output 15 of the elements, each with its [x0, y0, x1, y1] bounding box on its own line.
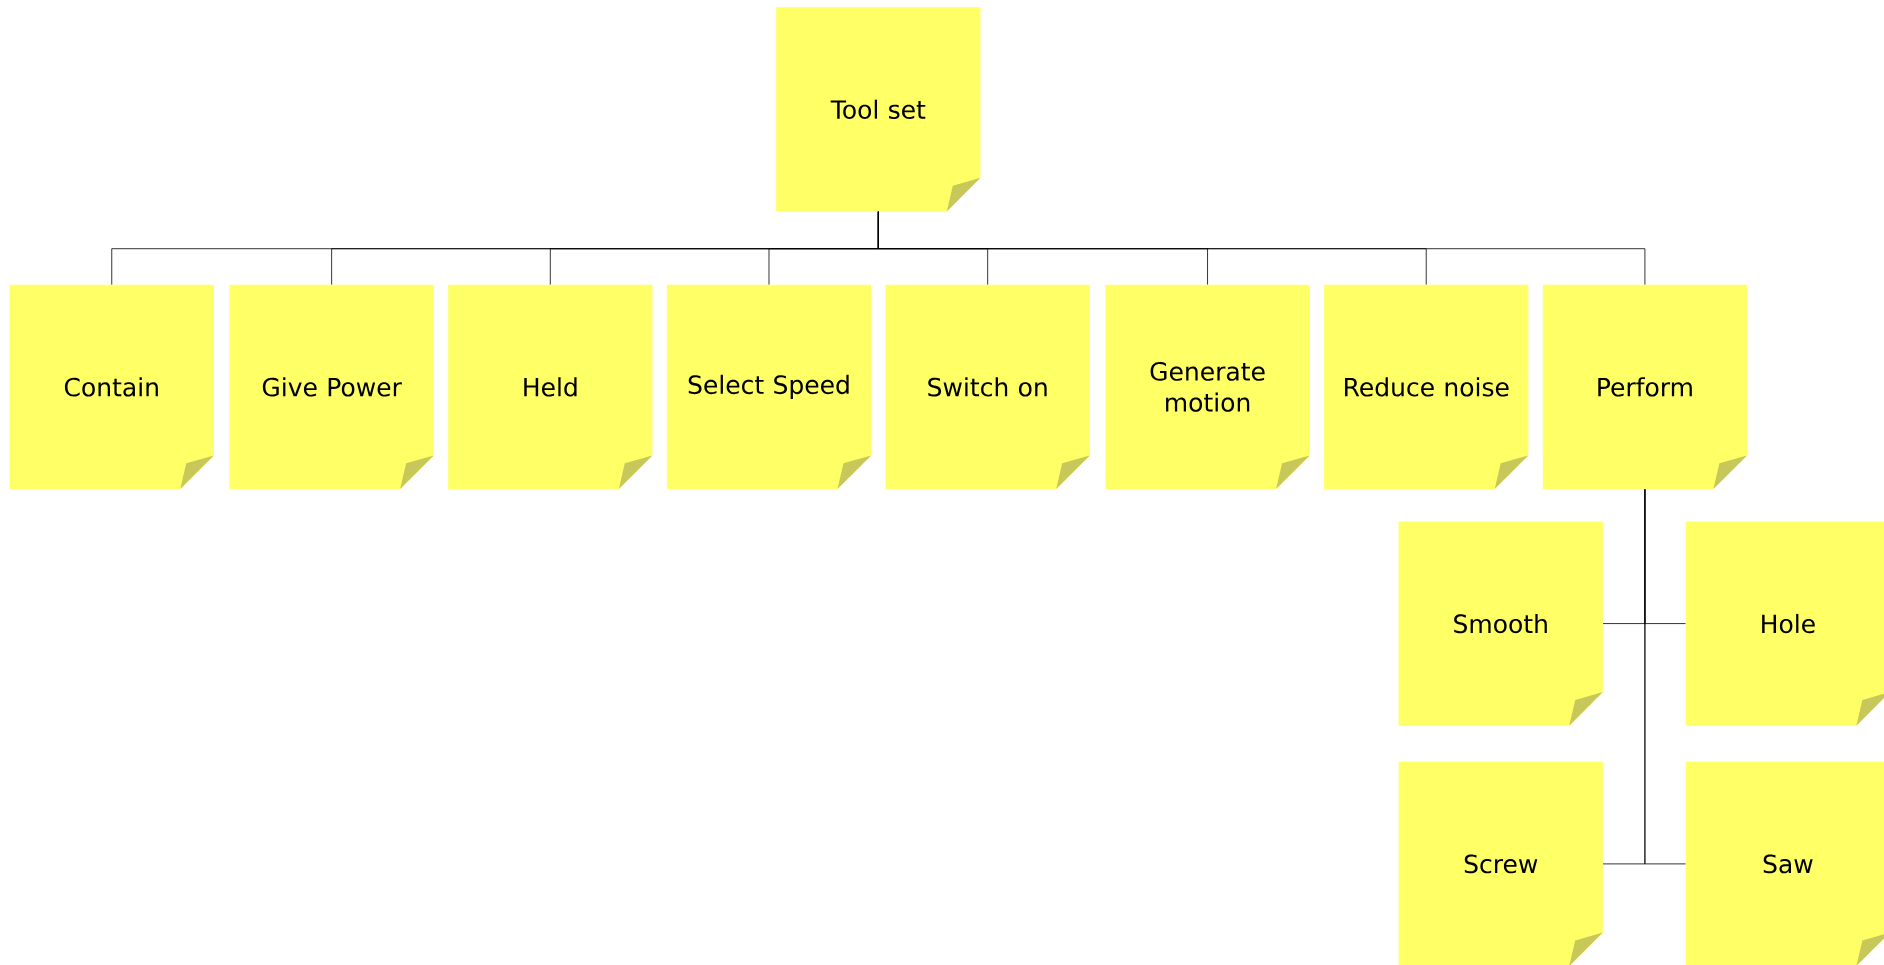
sticky-note: Select Speed — [666, 284, 872, 489]
sticky-note: Smooth — [1398, 521, 1603, 726]
sticky-note: Screw — [1398, 761, 1603, 965]
sticky-note: Give Power — [229, 284, 434, 489]
sticky-note: Reduce noise — [1324, 284, 1529, 489]
connector-line — [1644, 488, 1686, 865]
sticky-note: Contain — [9, 284, 214, 489]
sticky-note: Generate motion — [1105, 284, 1310, 489]
sticky-note: Saw — [1685, 761, 1884, 965]
sticky-note: Tool set — [776, 7, 981, 212]
sticky-note: Held — [448, 284, 653, 489]
sticky-note: Switch on — [885, 284, 1090, 489]
connector-line — [877, 211, 1646, 285]
sticky-note: Hole — [1685, 521, 1884, 726]
sticky-note: Perform — [1542, 284, 1748, 489]
